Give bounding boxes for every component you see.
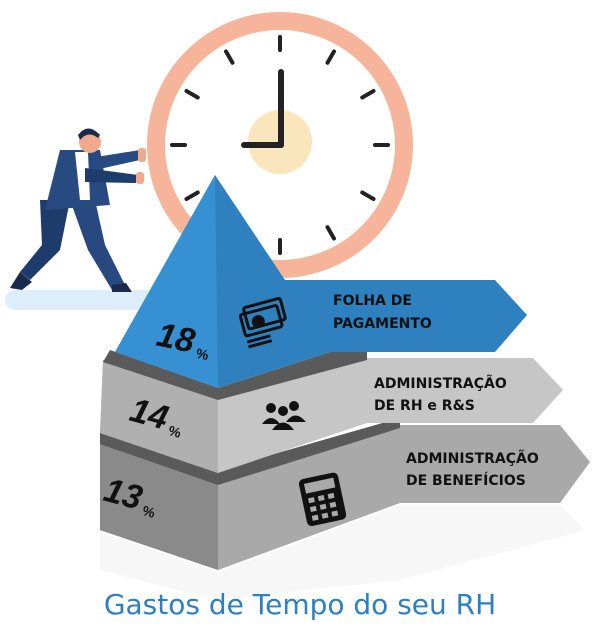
svg-text:%: % [167,422,184,441]
calculator-key [311,514,319,521]
money-icon [238,297,287,349]
page-title: Gastos de Tempo do seu RH [103,588,497,621]
percent-18: 18% [153,316,211,364]
svg-text:%: % [141,502,158,521]
clock-tick [224,49,235,65]
tier-folha-pagamento [115,175,527,388]
clock-tick [325,49,336,65]
calculator-key [319,503,327,510]
calculator-key [317,494,325,502]
clock-tick [184,190,200,201]
calculator-key [309,505,317,513]
people-group-icon [262,401,306,430]
pyramid-reflection [100,505,585,600]
label-beneficios-line1: ADMINISTRAÇÃO [406,450,539,467]
calculator-key [329,501,337,508]
svg-text:%: % [195,345,211,363]
calculator-key [321,512,329,519]
label-rh-line1: ADMINISTRAÇÃO [374,375,507,392]
tier-beneficios [100,418,590,570]
label-folha-line1: FOLHA DE [333,293,412,309]
floor-shadow [5,290,155,310]
clock-tick [360,89,376,100]
businessman-illustration [10,128,146,292]
tier-administracao-rh [100,350,563,473]
svg-text:18: 18 [153,316,198,361]
label-beneficios-line2: DE BENEFÍCIOS [406,472,526,489]
calculator-icon [298,472,347,527]
calculator-key [308,497,315,504]
clock-tick [360,190,376,201]
clock-tick [325,225,336,241]
label-folha-line2: PAGAMENTO [333,316,432,332]
calculator-key [327,492,335,500]
clock-tick [184,89,200,100]
label-rh-line2: DE RH e R&S [374,398,475,414]
calculator-key [331,510,339,517]
